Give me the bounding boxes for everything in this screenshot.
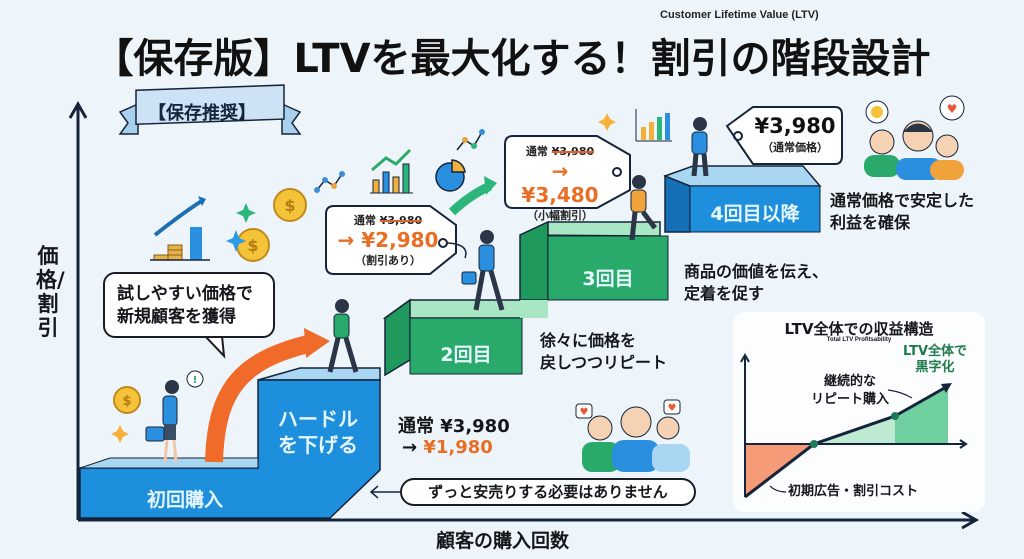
price-tag-4-shape [725,106,843,165]
tag-2-note: （割引あり） [355,254,421,267]
profit-line-2: 黒字化 [915,360,955,375]
step-2-description: 徐々に価格を 戻しつつリピート [540,330,667,374]
stair-step-3 [519,220,669,318]
person-man-top-icon [691,117,709,177]
tag-4-note: （通常価格） [762,141,828,154]
price-tag-2-shape [325,205,467,275]
pie-chart-icon [435,159,466,192]
inset-cost-label: 初期広告・割引コスト [788,484,919,499]
svg-text:!: ! [193,375,198,386]
line-chart-icon [314,129,485,193]
intro-speech-bubble: 試しやすい価格で 新規顧客を獲得 [103,272,275,338]
arrow-glyph: → [402,437,418,458]
desc-2-line-2: 戻しつつリピート [540,353,668,372]
tag-4-price: ¥3,980 [754,114,836,138]
happy-customers-bottom-icon: ♥ ♥ [575,399,690,472]
coin-icon: $ [113,386,141,414]
svg-text:♥: ♥ [947,102,958,116]
desc-4-line-2: 利益を確保 [830,213,911,232]
step-label-fourth: 4回目以降 [710,203,800,225]
bar-chart-icon [370,148,413,194]
step-label-second: 2回目 [440,344,492,366]
person-woman-icon [145,380,179,463]
step-label-first: 初回購入 [146,489,223,511]
page-title: 【保存版】LTVを最大化する！割引の階段設計 [93,36,931,82]
ribbon-badge-shape [118,84,302,135]
first-purchase-original-price: 通常 ¥3,980 [398,416,510,437]
left-arrow-icon [369,485,400,499]
repeat-line-1: 継続的な [823,374,876,389]
price-tag-3-shape [504,135,631,209]
inset-repeat-label: 継続的な リピート購入 [800,373,900,409]
tag-3-original: 通常 ¥3,980 [525,145,595,158]
person-man-green-icon [327,299,359,373]
step-label-third: 3回目 [582,268,634,290]
bubble-line-1: 試しやすい価格で [117,284,253,304]
step-hurdle-text: ハードル を下げる [262,406,374,458]
step-3-description: 商品の価値を伝え、 定着を促す [684,261,828,305]
coin-icon: $ [273,188,307,222]
title-subtitle: Customer Lifetime Value (LTV) [660,9,819,21]
inset-profit-label: LTV全体で 黒字化 [895,344,975,376]
inset-subtitle: Total LTV Profitsability [826,337,892,343]
svg-text:$: $ [122,394,131,409]
repeat-line-2: リピート購入 [810,392,889,407]
desc-3-line-2: 定着を促す [684,284,765,303]
first-purchase-discount-price: → ¥1,980 [402,437,493,458]
desc-3-line-1: 商品の価値を伝え、 [684,262,829,281]
price-tag-fourth: ¥3,980 （通常価格） [752,113,838,155]
hurdle-line-1: ハードル [278,407,358,431]
sparkle-icon [111,113,616,443]
stair-step-2 [382,298,523,377]
no-permanent-discount-note: ずっと安売りする必要はありません [400,478,696,506]
y-axis-label: 価格/割引 [36,244,65,340]
svg-text:$: $ [247,236,258,255]
inset-title: LTV全体での収益構造 [784,320,934,338]
svg-text:♥: ♥ [580,407,589,418]
bubble-line-2: 新規顧客を獲得 [117,307,236,327]
svg-text:$: $ [284,196,295,215]
tag-2-price: → ¥2,980 [337,228,439,252]
hurdle-line-2: を下げる [278,433,358,457]
happy-customers-top-icon: ♥ [864,95,965,180]
coin-icon: $ [236,228,270,262]
tag-2-original: 通常 ¥3,980 [353,214,423,227]
growth-arrow-icon [448,176,497,216]
growth-curve-arrow-icon [205,328,330,463]
save-recommended-badge: 【保存推奨】 [148,103,256,124]
tag-3-note: （小幅割引） [527,209,593,222]
svg-text:♥: ♥ [668,403,677,414]
axes [68,100,980,530]
person-man-blue-icon [461,230,505,311]
bubble-tail [202,335,226,359]
discounted-price: ¥1,980 [423,437,493,458]
price-tag-second: 通常 ¥3,980 → ¥2,980 （割引あり） [330,212,446,268]
exclamation-bubble-icon: ! [186,370,204,388]
profit-line-1: LTV全体で [902,344,968,359]
tag-3-price: → ¥3,480 [521,159,599,207]
x-axis-label: 顧客の購入回数 [436,530,570,552]
price-tag-third: 通常 ¥3,980 → ¥3,480 （小幅割引） [510,143,610,223]
desc-4-line-1: 通常価格で安定した [830,191,975,210]
desc-2-line-1: 徐々に価格を [540,331,637,350]
growth-chart-icon [635,109,672,142]
coin-stack-chart-icon [150,196,210,261]
person-woman-orange-icon [629,175,657,241]
step-4-description: 通常価格で安定した 利益を確保 [830,190,974,234]
